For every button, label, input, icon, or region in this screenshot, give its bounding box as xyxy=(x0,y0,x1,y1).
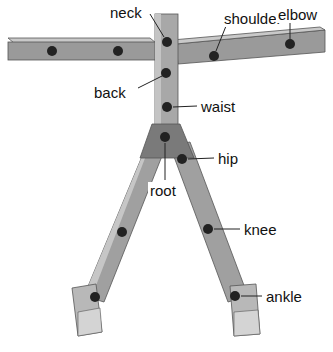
part-label: shoulder xyxy=(222,10,284,27)
leader-lines xyxy=(138,14,290,296)
right-foot xyxy=(230,284,260,336)
spine xyxy=(155,14,178,140)
part-label: waist xyxy=(199,98,237,115)
leg-side xyxy=(84,140,152,296)
joints xyxy=(47,37,295,302)
right-leg xyxy=(170,142,248,302)
part-label: hip xyxy=(216,150,240,167)
left-arm xyxy=(8,42,156,60)
arm-top xyxy=(172,27,325,44)
foot-top xyxy=(78,308,102,336)
part-label: knee xyxy=(242,221,279,238)
part-label: elbow xyxy=(276,6,319,23)
part-label: back xyxy=(92,84,128,101)
part-label: root xyxy=(148,182,178,199)
foot-top xyxy=(234,310,260,336)
part-label: neck xyxy=(108,4,144,21)
part-label: ankle xyxy=(264,288,304,305)
left-foot xyxy=(72,284,102,336)
pelvis xyxy=(140,124,194,158)
